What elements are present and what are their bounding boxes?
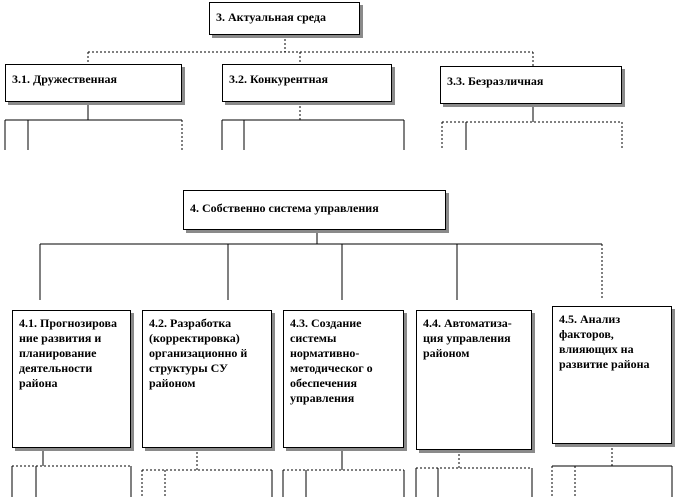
node-4-management-system: 4. Собственно система управления	[183, 190, 446, 230]
node-4-2-org-structure: 4.2. Разработка (корректировка) организа…	[142, 310, 272, 448]
node-4-4-automation: 4.4. Автоматиза-ция управления районом	[416, 310, 532, 450]
node-3-3-indifferent: 3.3. Безразличная	[440, 66, 622, 104]
node-3-1-friendly: 3.1. Дружественная	[5, 64, 182, 102]
node-4-1-forecasting: 4.1. Прогнозирова ние развития и планиро…	[12, 310, 131, 448]
node-4-5-factor-analysis: 4.5. Анализ факторов, влияющих на развит…	[552, 306, 672, 444]
node-4-3-normative-support: 4.3. Создание системы нормативно-методич…	[283, 310, 404, 448]
node-3-actual-environment: 3. Актуальная среда	[209, 2, 360, 35]
node-3-2-competitive: 3.2. Конкурентная	[222, 64, 392, 102]
